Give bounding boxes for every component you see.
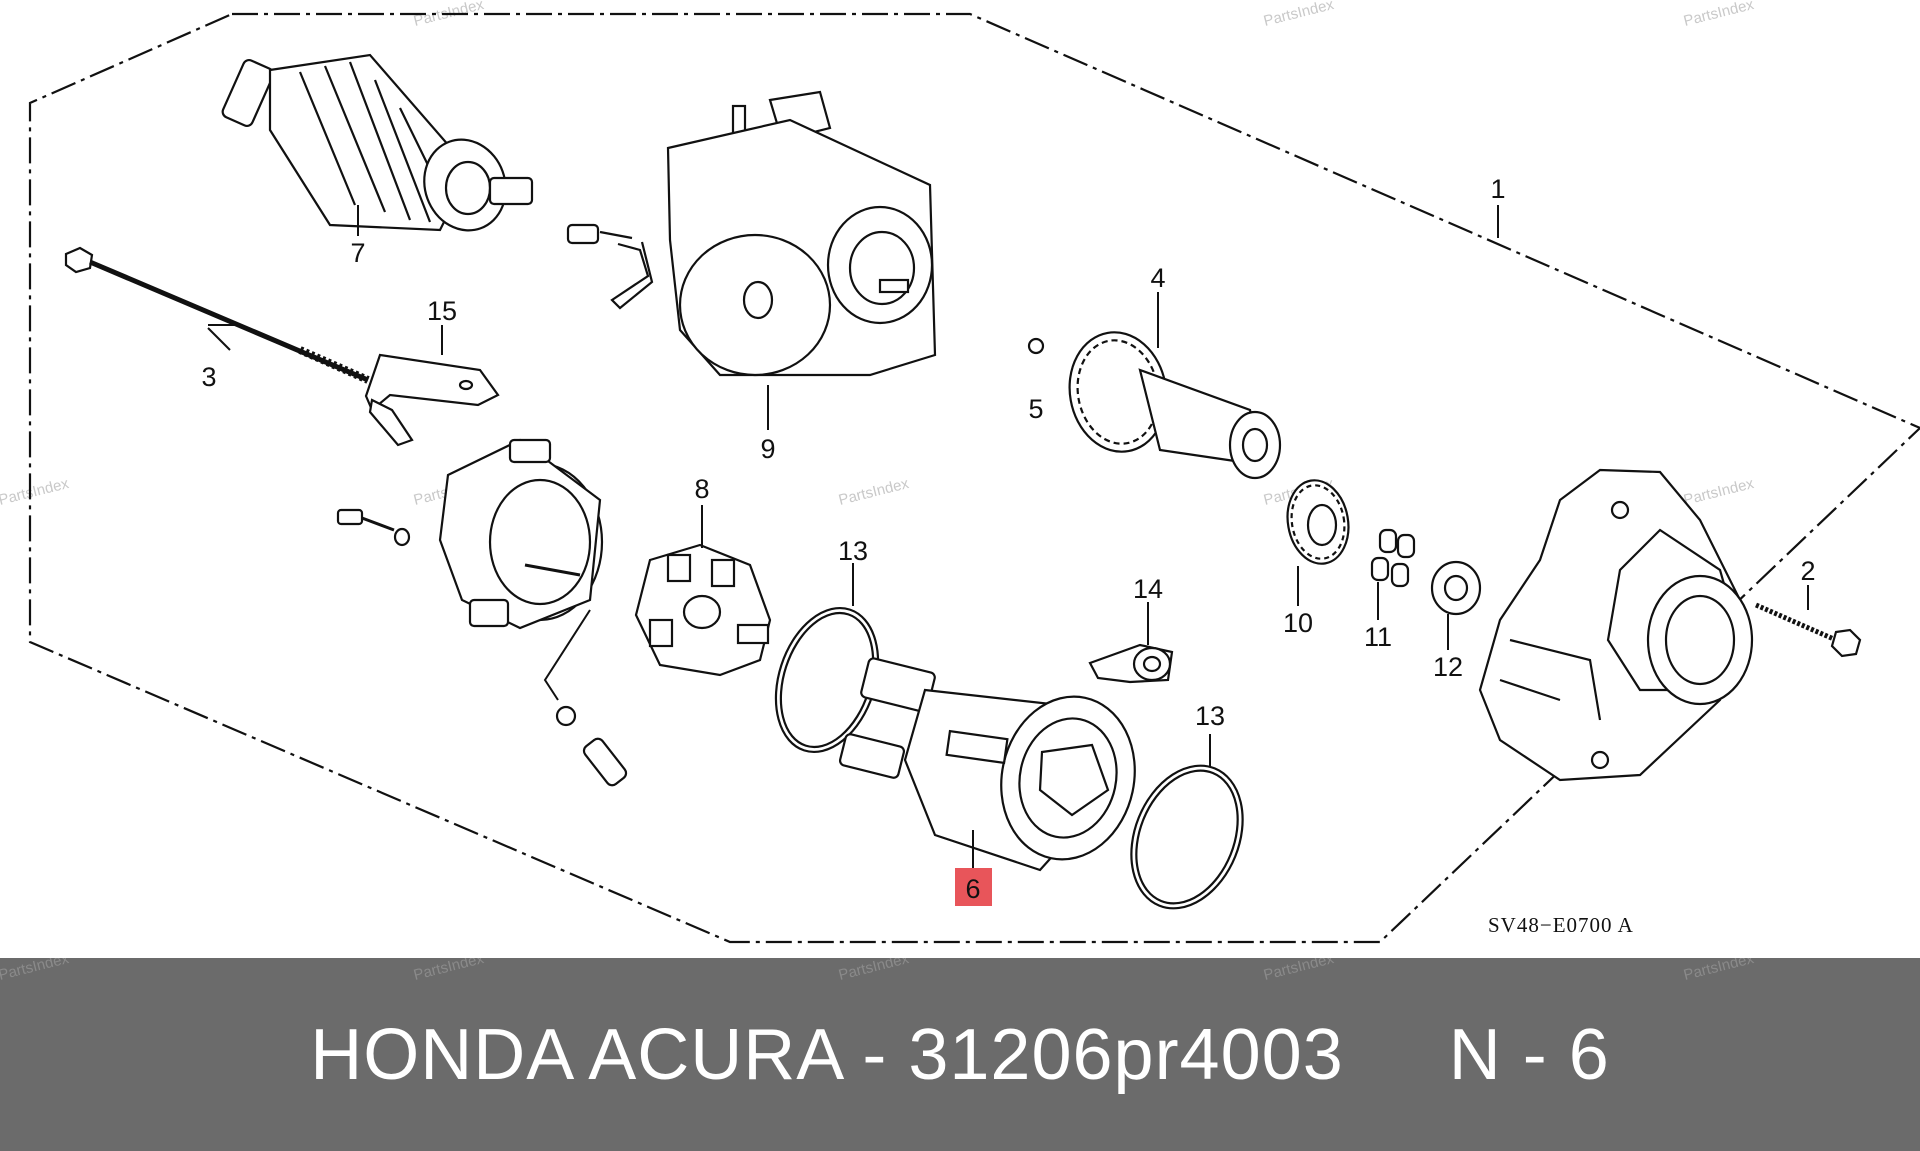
retainer-drawing [1430,560,1482,616]
callouts: 1 2 3 4 5 6 7 8 9 10 11 12 13 13 14 15 [201,174,1816,906]
highlight-box [955,868,992,906]
callout-9[interactable]: 9 [760,434,775,464]
armature-drawing [221,53,534,232]
part-number-banner: HONDA ACURA - 31206pr4003 N - 6 [0,958,1920,1151]
callout-4[interactable]: 4 [1150,263,1165,293]
watermark: PartsIndex [0,958,71,984]
watermark: PartsIndex [1262,958,1336,984]
steel-ball-drawing [1027,337,1045,355]
rear-cover-drawing [336,438,628,787]
gear-housing-drawing [566,90,937,377]
watermark: PartsIndex [837,958,911,984]
watermark: PartsIndex [837,475,911,509]
part-number-title: HONDA ACURA - 31206pr4003 N - 6 [310,1014,1610,1095]
callout-13b[interactable]: 13 [1195,701,1225,731]
callout-15[interactable]: 15 [427,296,457,326]
callout-5[interactable]: 5 [1028,394,1043,424]
watermark: PartsIndex [1682,0,1756,30]
bracket-drawing [364,353,500,447]
callout-1[interactable]: 1 [1490,174,1505,204]
callout-11[interactable]: 11 [1364,622,1392,652]
through-bolt-drawing [64,246,370,384]
watermark: PartsIndex [412,958,486,984]
roller-drawing [1370,528,1416,588]
callout-13a[interactable]: 13 [838,536,868,566]
drive-housing-drawing [1478,468,1754,782]
callout-6[interactable]: 6 [965,874,980,904]
leader-lines [207,205,1809,872]
watermark: PartsIndex [1682,958,1756,984]
watermark: PartsIndex [0,475,71,509]
callout-12[interactable]: 12 [1433,652,1463,682]
bolt-drawing [1754,602,1862,658]
watermark: PartsIndex [1682,475,1756,509]
drawing-code: SV48−E0700 A [1488,913,1634,937]
callout-2[interactable]: 2 [1800,556,1815,586]
callout-8[interactable]: 8 [694,474,709,504]
parts-diagram: PartsIndex PartsIndex PartsIndex PartsIn… [0,0,1920,944]
callout-7[interactable]: 7 [350,238,365,268]
watermark: PartsIndex [1262,0,1336,30]
assembly-boundary [28,12,1920,944]
callout-3[interactable]: 3 [201,362,216,392]
footer-watermarks: PartsIndex PartsIndex PartsIndex PartsIn… [0,958,1756,984]
brush-holder-drawing [634,543,772,677]
pinion-gear-drawing [1068,331,1282,480]
callout-10[interactable]: 10 [1283,608,1313,638]
solenoid-drawing [838,657,1136,872]
terminal-clamp-drawing [1088,643,1174,684]
idler-gear-drawing [1286,479,1350,565]
callout-14[interactable]: 14 [1133,574,1163,604]
